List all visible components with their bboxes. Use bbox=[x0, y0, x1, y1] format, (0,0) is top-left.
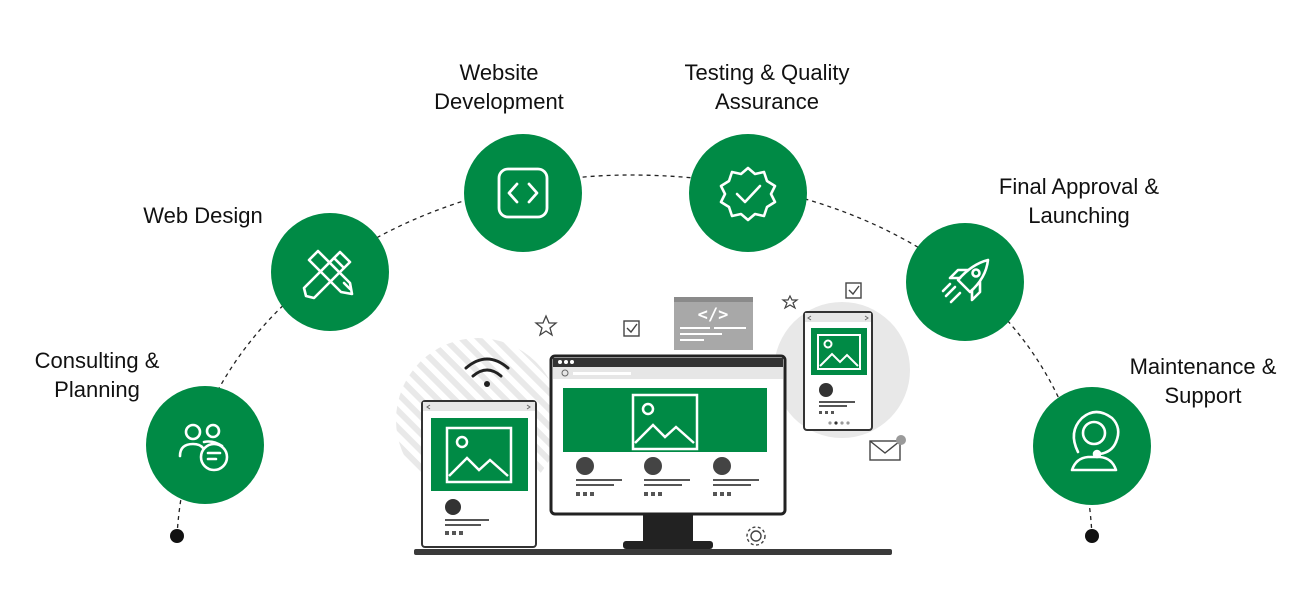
step-label-launch: Final Approval & Launching bbox=[998, 174, 1160, 228]
checkbox-icon bbox=[845, 282, 862, 299]
desk-line bbox=[414, 549, 892, 555]
tablet-device bbox=[421, 400, 537, 548]
image-placeholder-icon bbox=[445, 426, 513, 484]
step-circle-development bbox=[464, 134, 582, 252]
mobile-device bbox=[803, 311, 873, 431]
content-card bbox=[576, 457, 622, 496]
code-window: </> bbox=[674, 297, 753, 350]
arc-end-dot bbox=[1085, 529, 1099, 543]
step-label-design: Web Design bbox=[143, 203, 263, 228]
arc-start-dot bbox=[170, 529, 184, 543]
gear-icon bbox=[746, 526, 766, 546]
pencil-brush-icon bbox=[302, 249, 354, 300]
process-arc bbox=[176, 174, 1093, 537]
image-placeholder-icon bbox=[817, 334, 861, 370]
checkbox-icon bbox=[623, 320, 640, 337]
step-circle-launch bbox=[906, 223, 1024, 341]
star-icon bbox=[534, 314, 558, 337]
step-label-testing: Testing & Quality Assurance bbox=[684, 60, 850, 114]
rocket-icon bbox=[941, 258, 990, 304]
star-icon bbox=[781, 294, 799, 310]
step-circle-testing bbox=[689, 134, 807, 252]
image-placeholder-icon bbox=[631, 393, 699, 451]
step-label-support: Maintenance & Support bbox=[1129, 354, 1277, 408]
desktop-monitor bbox=[549, 354, 787, 549]
step-circle-design bbox=[271, 213, 389, 331]
people-chat-icon bbox=[178, 423, 229, 472]
wifi-icon bbox=[464, 357, 510, 387]
envelope-icon bbox=[869, 435, 906, 461]
verified-badge-icon bbox=[719, 166, 777, 222]
step-label-consulting: Consulting & Planning bbox=[34, 348, 160, 402]
headset-icon bbox=[1070, 410, 1120, 472]
code-icon bbox=[497, 167, 549, 219]
step-label-development: Website Development bbox=[434, 60, 564, 114]
content-card bbox=[713, 457, 759, 496]
step-circle-support bbox=[1033, 387, 1151, 505]
step-circle-consulting bbox=[146, 386, 264, 504]
content-card bbox=[644, 457, 690, 496]
code-tag: </> bbox=[698, 305, 729, 325]
